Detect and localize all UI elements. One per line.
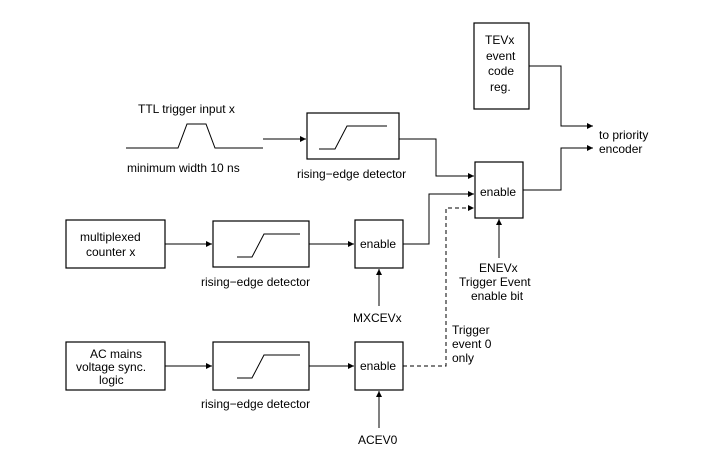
trigger-event0-dashed-path [403,205,474,367]
acev0-label: ACEV0 [358,433,398,447]
enable-label-main: enable [480,185,516,199]
tev-label-line4: reg. [490,80,511,94]
enable-to-encoder-arrow [523,145,593,191]
enable-middle-to-main-arrow [403,191,474,245]
rising-edge-detector-top [306,112,400,160]
min-width-label: minimum width 10 ns [127,161,240,175]
tev-to-encoder-arrow [529,65,593,129]
rising-edge-label-top: rising−edge detector [297,167,406,181]
enev-label-line3: enable bit [471,289,524,303]
multiplexed-counter-box [65,219,166,269]
enable-label-bottom: enable [360,359,396,373]
enev-label-line2: Trigger Event [459,275,531,289]
detector-top-to-enable-arrow [399,138,474,179]
mxcev-label: MXCEVx [353,311,402,325]
rising-edge-symbol-bottom [237,354,300,379]
enable-box-bottom [354,341,404,391]
enable-box-main [474,161,524,219]
ac-mains-line3: logic [99,373,124,387]
tev-register-box [473,22,530,110]
trigger0-line3: only [452,351,474,365]
rising-edge-symbol-middle [237,233,300,258]
enable-label-middle: enable [360,237,396,251]
rising-edge-label-bottom: rising−edge detector [201,397,310,411]
rising-edge-detector-middle [212,220,310,268]
ttl-input-label: TTL trigger input x [138,102,235,116]
rising-edge-detector-bottom [212,341,310,391]
tev-label-line3: code [488,64,514,78]
counter-label-line1: multiplexed [80,230,141,244]
to-priority-line1: to priority [599,128,648,142]
counter-label-line2: counter x [86,245,135,259]
ac-mains-box [65,341,166,391]
trigger0-line1: Trigger [452,323,490,337]
ac-mains-line2: voltage sync. [76,360,146,374]
trigger0-line2: event 0 [452,337,492,351]
to-priority-line2: encoder [599,142,642,156]
ttl-pulse-waveform [126,123,263,149]
enev-label-line1: ENEVx [479,261,518,275]
rising-edge-label-middle: rising−edge detector [201,275,310,289]
tev-label-line2: event [486,49,516,63]
rising-edge-symbol-top [319,125,387,150]
ac-mains-line1: AC mains [90,347,142,361]
tev-label-line1: TEVx [485,33,514,47]
